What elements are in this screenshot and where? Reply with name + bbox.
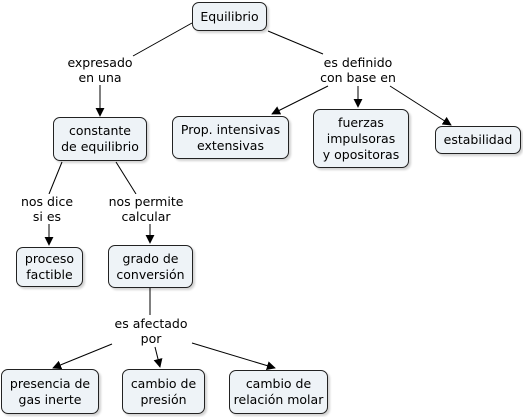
edge-definido-estabilidad	[389, 85, 452, 126]
concept-prop-intensivas[interactable]: Prop. intensivas extensivas	[172, 116, 289, 159]
edge-constante-nosdice	[48, 161, 63, 195]
edge-equilibrio-definido	[267, 30, 324, 55]
edge-equilibrio-expresado	[132, 22, 193, 57]
link-es-afectado: es afectado por	[114, 316, 188, 346]
concept-grado-de-conversion[interactable]: grado de conversión	[108, 245, 193, 288]
edge-constante-permite	[115, 161, 137, 195]
link-es-definido: es definido con base en	[320, 55, 396, 85]
concept-presencia-gas-inerte[interactable]: presencia de gas inerte	[1, 369, 99, 414]
link-expresado-en-una: expresado en una	[67, 55, 133, 85]
link-nos-dice: nos dice si es	[20, 194, 74, 224]
concept-proceso-factible[interactable]: proceso factible	[16, 247, 83, 287]
link-nos-permite: nos permite calcular	[108, 194, 184, 224]
edge-afectado-presion	[153, 346, 163, 368]
concept-estabilidad[interactable]: estabilidad	[435, 126, 521, 154]
concept-cambio-relacion-molar[interactable]: cambio de relación molar	[229, 370, 328, 414]
concept-fuerzas-impulsoras[interactable]: fuerzas impulsoras y opositoras	[313, 109, 409, 168]
edge-definido-prop	[271, 85, 329, 115]
edge-afectado-relacion	[191, 342, 276, 370]
concept-cambio-de-presion[interactable]: cambio de presión	[122, 369, 205, 414]
edge-afectado-presencia	[52, 343, 113, 370]
concept-equilibrio[interactable]: Equilibrio	[192, 2, 267, 31]
concept-constante-de-equilibrio[interactable]: constante de equilibrio	[53, 117, 147, 161]
